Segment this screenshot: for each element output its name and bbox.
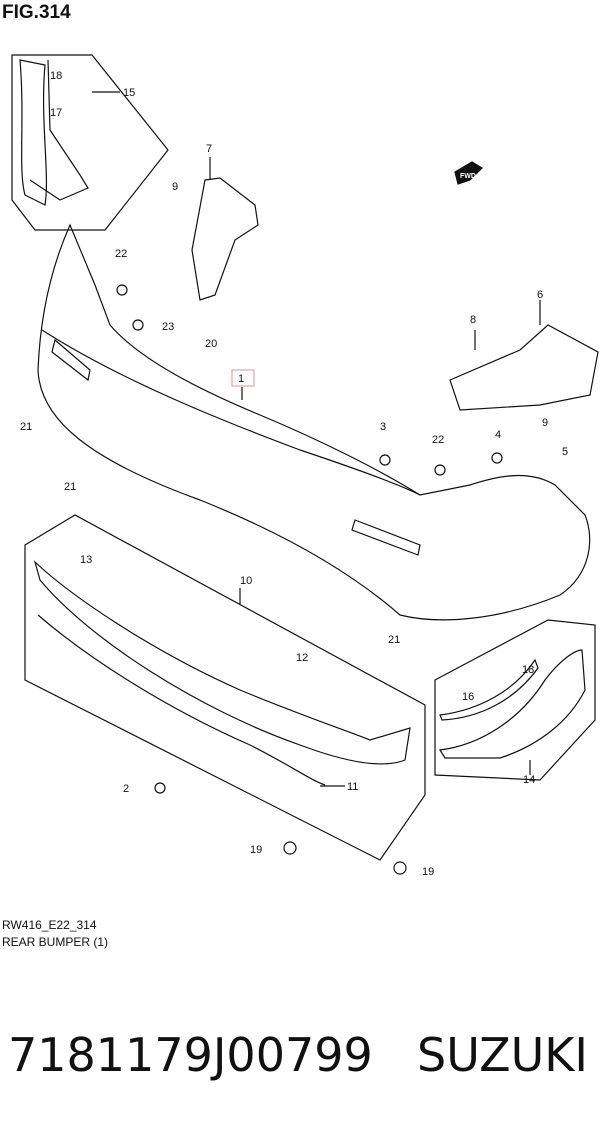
fwd-arrow: [454, 161, 483, 185]
fastener-22: [116, 284, 128, 296]
callout-label: 17: [50, 107, 62, 119]
brand-name: SUZUKI: [417, 1028, 588, 1082]
callout-label: 11: [347, 781, 358, 793]
callout-label: 20: [205, 338, 217, 350]
callout-label: 19: [250, 844, 262, 856]
callout-highlight: [231, 369, 255, 387]
callout-label: 15: [123, 87, 135, 99]
callout-label: 12: [296, 652, 308, 664]
side-bracket-part: [19, 59, 48, 206]
callout-label: 10: [240, 575, 252, 587]
callout-label: 6: [537, 289, 543, 301]
callout-label: 19: [422, 866, 434, 878]
callout-label: 16: [462, 691, 474, 703]
side-bracket-inner: [29, 59, 89, 201]
figure-name: REAR BUMPER (1): [2, 935, 109, 949]
callout-label: 14: [523, 774, 535, 786]
fastener-2: [154, 782, 166, 794]
group-box-10: [24, 514, 426, 861]
figure-code: RW416_E22_314: [2, 918, 97, 932]
callout-label: 7: [206, 143, 212, 155]
bumper-upper-edge: [41, 329, 421, 496]
callout-label: 21: [20, 421, 32, 433]
fastener-3: [379, 454, 391, 466]
callout-label: 13: [80, 554, 92, 566]
fastener-19b: [393, 861, 407, 875]
bumper-cover: [37, 223, 591, 621]
callout-label: 18: [522, 664, 534, 676]
part-number: 7181179J00799: [8, 1028, 373, 1082]
trim-strip-11: [37, 614, 326, 786]
bracket-6: [449, 324, 599, 411]
fastener-23: [132, 319, 144, 331]
callout-label: 9: [172, 181, 178, 193]
fwd-label: FWD: [460, 173, 476, 180]
callout-label: 4: [495, 429, 501, 441]
extension-14: [438, 649, 586, 759]
group-box-15: [11, 54, 169, 231]
callout-label: 3: [380, 421, 386, 433]
callout-labels: 1 2 3 4 5 6 7 8 9 9 10 11 12 13 14 15 16…: [20, 70, 568, 878]
callout-label: 21: [388, 634, 400, 646]
callout-label: 22: [432, 434, 444, 446]
fastener-22b: [434, 464, 446, 476]
callout-label: 21: [64, 481, 76, 493]
bracket-7: [191, 177, 259, 301]
callout-label: 2: [123, 783, 129, 795]
group-box-14: [434, 619, 596, 781]
callout-label: 23: [162, 321, 174, 333]
fastener-19a: [283, 841, 297, 855]
callout-label: 1: [238, 373, 244, 385]
callout-label: 18: [50, 70, 62, 82]
bumper-reflector-recess: [351, 519, 421, 556]
bumper-left-recess: [51, 338, 91, 382]
fastener-4: [491, 452, 503, 464]
figure-title: FIG.314: [2, 2, 71, 23]
parts-diagram: 1 2 3 4 5 6 7 8 9 9 10 11 12 13 14 15 16…: [11, 54, 599, 878]
callout-label: 8: [470, 314, 476, 326]
lower-trim-panel: [33, 560, 411, 765]
extension-16: [439, 658, 539, 721]
callout-label: 9: [542, 417, 548, 429]
callout-label: 5: [562, 446, 568, 458]
callout-label: 22: [115, 248, 127, 260]
